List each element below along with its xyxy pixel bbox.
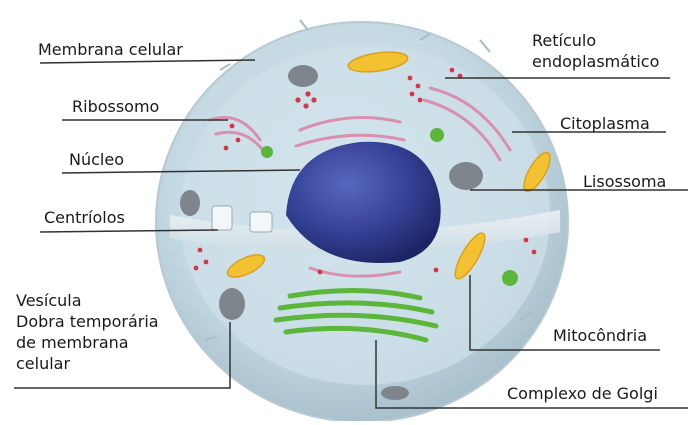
label-citoplasma: Citoplasma [560, 114, 650, 133]
label-complexo-golgi: Complexo de Golgi [507, 384, 658, 403]
label-membrana-celular: Membrana celular [38, 40, 183, 59]
label-mitocondria: Mitocôndria [553, 326, 647, 345]
label-reticulo: Retículo endoplasmático [532, 30, 659, 72]
label-nucleo: Núcleo [69, 150, 124, 169]
label-lisossoma: Lisossoma [583, 172, 666, 191]
label-centriolos: Centríolos [44, 208, 125, 227]
label-ribossomo: Ribossomo [72, 97, 159, 116]
label-vesicula: Vesícula Dobra temporária de membrana ce… [16, 290, 159, 374]
